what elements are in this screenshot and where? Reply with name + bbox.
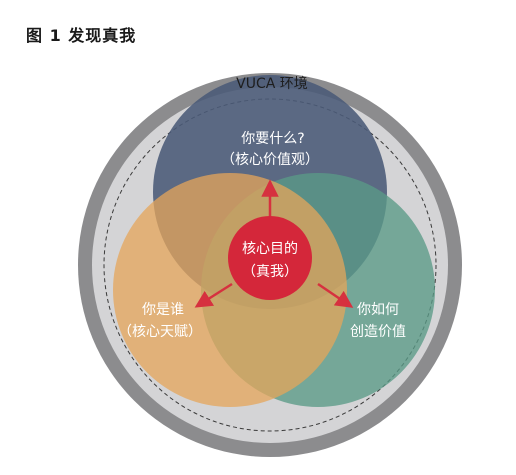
top-circle-line2: （核心价值观） (221, 152, 319, 168)
environment-dashed-boundary (103, 98, 437, 432)
center-line1: 核心目的 (242, 241, 298, 257)
arrow-to-right (317, 282, 354, 308)
left-circle-line2: （核心天赋） (118, 324, 202, 340)
top-circle-line1: 你要什么? (241, 131, 304, 147)
environment-label: VUCA 环境 (236, 76, 308, 92)
left-circle-talent (113, 173, 347, 407)
right-circle-line1: 你如何 (357, 302, 399, 318)
arrow-to-left (194, 282, 233, 308)
center-line2: （真我） (242, 264, 298, 280)
center-core-purpose (228, 216, 312, 300)
left-circle-line1: 你是谁 (142, 302, 184, 318)
figure-title: 图 1 发现真我 (26, 26, 137, 45)
right-circle-line2: 创造价值 (350, 324, 406, 340)
